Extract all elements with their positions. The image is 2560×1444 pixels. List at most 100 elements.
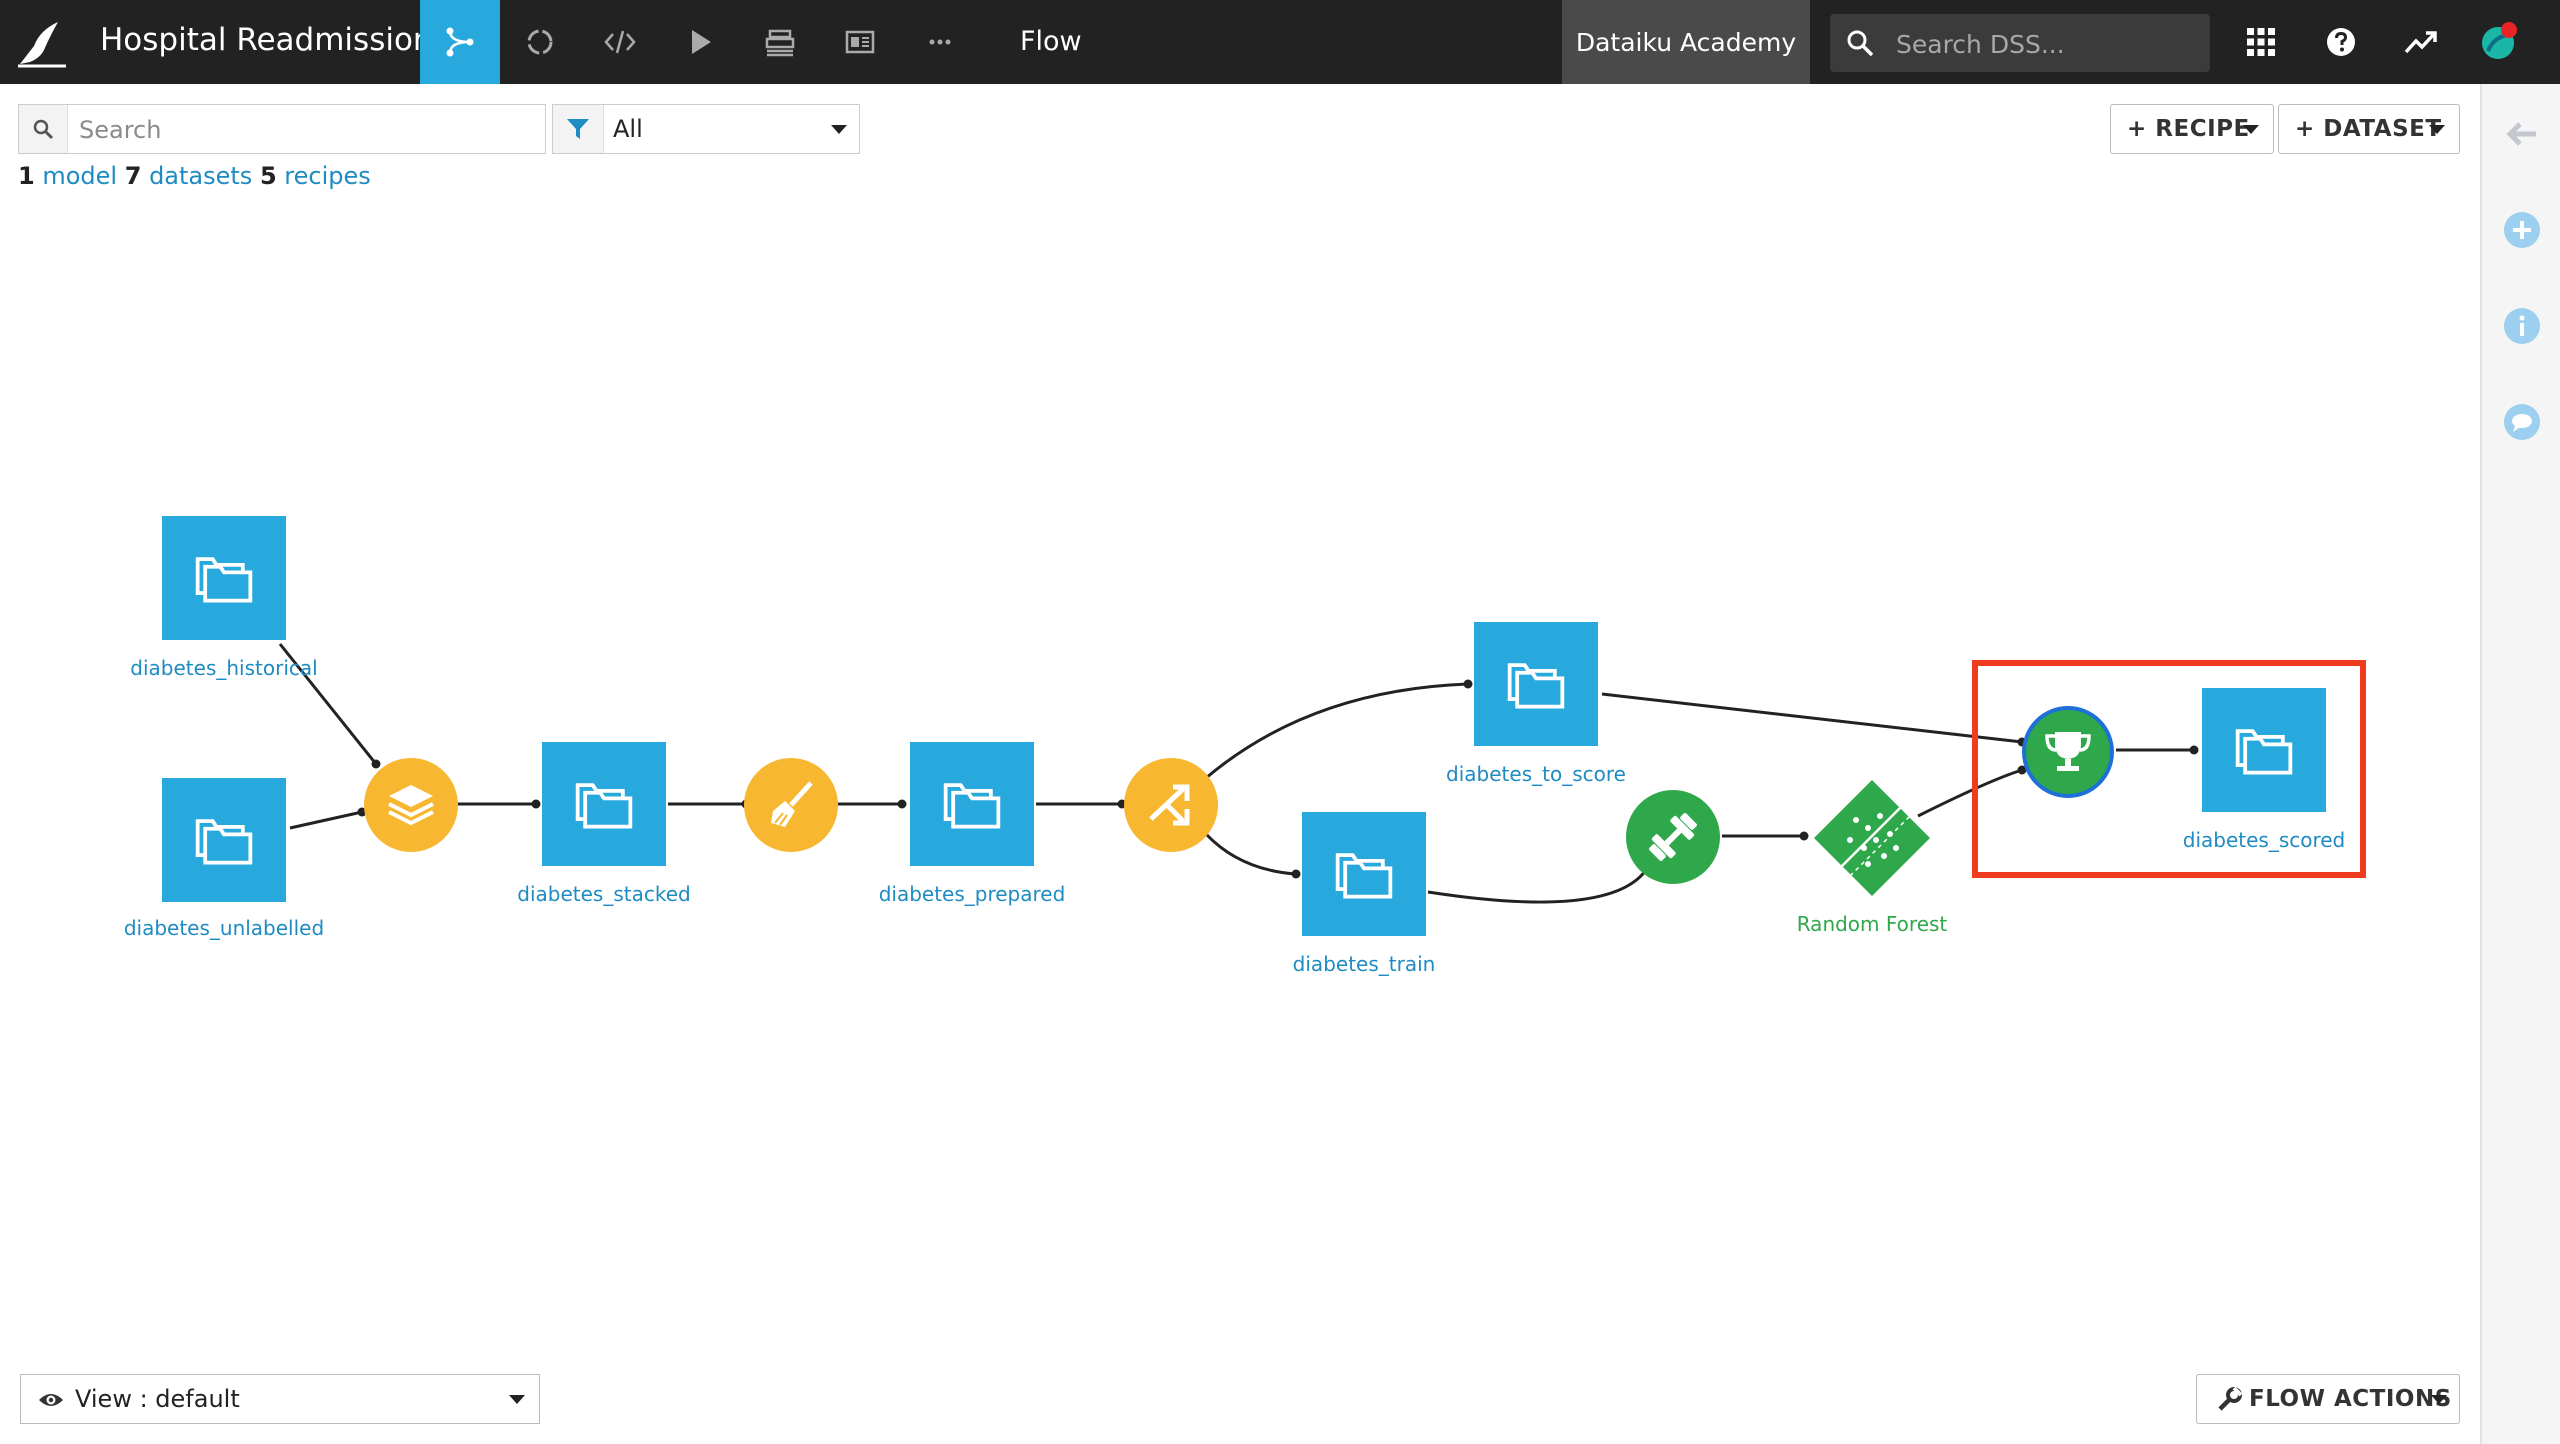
prepare-recipe[interactable] <box>744 758 838 852</box>
dataset-label[interactable]: diabetes_train <box>1292 952 1436 976</box>
view-select[interactable]: View : default <box>20 1374 540 1424</box>
user-avatar-button[interactable] <box>2478 21 2520 63</box>
discussion-icon[interactable] <box>2502 402 2542 442</box>
folder-icon <box>195 557 253 603</box>
split-recipe[interactable] <box>1124 758 1218 852</box>
dataset-diabetes-to-score[interactable] <box>1474 622 1598 746</box>
add-recipe-label: + RECIPE <box>2127 116 2250 142</box>
lab-nav-button[interactable] <box>500 0 580 84</box>
help-button[interactable] <box>2320 21 2362 63</box>
top-navigation-bar: Hospital Readmission <box>0 0 2560 84</box>
highlight-box-score-output <box>1972 660 2366 878</box>
edge-historical-stack <box>278 643 378 765</box>
instance-name-button[interactable]: Dataiku Academy <box>1562 0 1810 84</box>
apps-grid-button[interactable] <box>2240 21 2282 63</box>
code-icon <box>604 30 636 54</box>
split-arrows-icon <box>1149 784 1190 826</box>
play-icon <box>692 30 711 54</box>
datasets-link[interactable]: datasets <box>149 162 253 190</box>
flow-filter-select[interactable]: All <box>552 104 860 154</box>
grid-icon <box>2247 28 2275 56</box>
stack-print-icon <box>765 29 795 57</box>
folder-icon <box>575 783 633 829</box>
recipes-link[interactable]: recipes <box>284 162 371 190</box>
model-label[interactable]: Random Forest <box>1796 912 1948 936</box>
folder-icon <box>195 819 253 865</box>
dataset-diabetes-unlabelled[interactable] <box>162 778 286 902</box>
chevron-down-icon <box>2431 1395 2447 1404</box>
eye-icon <box>39 1394 63 1406</box>
train-recipe[interactable] <box>1626 790 1720 884</box>
chevron-down-icon <box>2429 125 2445 134</box>
global-search-input[interactable] <box>1894 24 2198 64</box>
search-icon <box>1847 30 1874 57</box>
flow-edges <box>278 643 2199 904</box>
right-side-panel <box>2480 84 2560 1444</box>
trend-up-icon <box>2404 31 2437 54</box>
edge-split-toscore <box>1205 682 1469 780</box>
flow-actions-button[interactable]: FLOW ACTIONS <box>2196 1374 2460 1424</box>
models-count: 1 <box>18 162 35 190</box>
deploy-nav-button[interactable] <box>740 0 820 84</box>
dataset-label[interactable]: diabetes_stacked <box>517 882 691 906</box>
flow-icon <box>446 27 474 57</box>
folder-icon <box>1507 663 1565 709</box>
layers-icon <box>388 785 434 826</box>
add-recipe-button[interactable]: + RECIPE <box>2110 104 2274 154</box>
folder-icon <box>943 783 1001 829</box>
activity-button[interactable] <box>2400 21 2442 63</box>
circle-arrows-icon <box>527 29 553 55</box>
dumbbell-icon <box>1649 813 1697 861</box>
dataset-diabetes-historical[interactable] <box>162 516 286 640</box>
dataset-label[interactable]: diabetes_prepared <box>878 882 1066 906</box>
dataset-label[interactable]: diabetes_unlabelled <box>123 916 325 940</box>
add-dataset-button[interactable]: + DATASET <box>2278 104 2460 154</box>
dataset-label[interactable]: diabetes_scored <box>2182 828 2346 852</box>
current-view-label: Flow <box>1020 26 1082 57</box>
flow-item-counts: 1 model 7 datasets 5 recipes <box>18 162 371 190</box>
dataset-diabetes-train[interactable] <box>1302 812 1426 936</box>
dataset-label[interactable]: diabetes_to_score <box>1446 762 1626 786</box>
broom-icon <box>771 781 813 827</box>
filter-icon <box>553 105 604 153</box>
more-nav-button[interactable] <box>900 0 980 84</box>
edge-train-trainrecipe <box>1427 869 1648 904</box>
arrow-left-icon[interactable] <box>2502 114 2542 154</box>
add-dataset-label: + DATASET <box>2295 116 2442 142</box>
filter-value: All <box>613 115 643 143</box>
avatar-icon <box>2482 22 2517 59</box>
dashboard-icon <box>845 30 875 54</box>
dataset-label[interactable]: diabetes_historical <box>130 656 318 680</box>
flow-search-input[interactable] <box>77 113 531 147</box>
edge-toscore-score <box>1601 692 2023 744</box>
edge-unlabelled-stack <box>289 810 363 830</box>
flow-search-box[interactable] <box>18 104 546 154</box>
stack-recipe[interactable] <box>364 758 458 852</box>
recipes-count: 5 <box>259 162 277 190</box>
add-circle-icon[interactable] <box>2502 210 2542 250</box>
dataset-diabetes-prepared[interactable] <box>910 742 1034 866</box>
wrench-icon <box>2218 1386 2243 1411</box>
model-random-forest[interactable] <box>1810 776 1934 900</box>
dataset-diabetes-scored[interactable] <box>2202 688 2326 812</box>
score-recipe[interactable] <box>2022 706 2114 798</box>
datasets-count: 7 <box>124 162 142 190</box>
jobs-nav-button[interactable] <box>660 0 740 84</box>
folder-icon <box>1335 853 1393 899</box>
chevron-down-icon <box>2243 125 2259 134</box>
project-title[interactable]: Hospital Readmission <box>100 22 433 58</box>
edge-split-train <box>1204 832 1297 876</box>
flow-nav-button[interactable] <box>420 0 500 84</box>
models-link[interactable]: model <box>42 162 118 190</box>
dashboard-nav-button[interactable] <box>820 0 900 84</box>
dataset-diabetes-stacked[interactable] <box>542 742 666 866</box>
global-search[interactable] <box>1830 14 2210 72</box>
chevron-down-icon <box>831 125 847 134</box>
search-icon <box>19 105 68 153</box>
dataiku-bird-logo[interactable] <box>14 16 70 70</box>
view-select-value: View : default <box>75 1385 240 1413</box>
code-nav-button[interactable] <box>580 0 660 84</box>
info-circle-icon[interactable] <box>2502 306 2542 346</box>
edge-model-score <box>1917 768 2023 818</box>
trophy-icon <box>2045 732 2091 771</box>
